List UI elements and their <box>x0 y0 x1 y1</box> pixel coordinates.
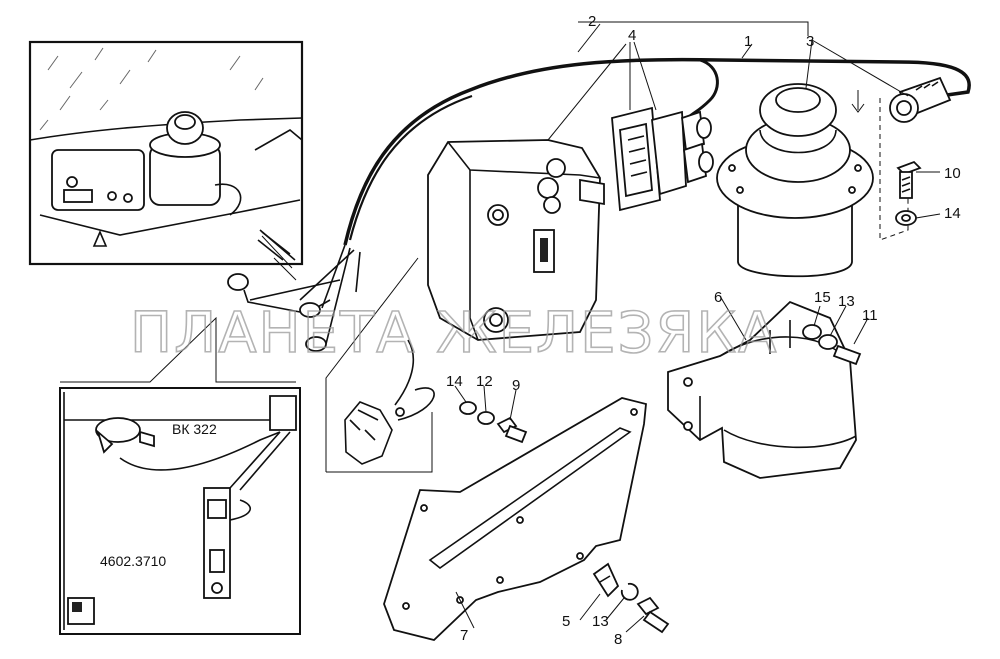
callout-13-bottom: 13 <box>592 613 609 630</box>
relay-unit <box>427 139 605 341</box>
callout-14-right: 14 <box>944 205 961 222</box>
harness-plug <box>889 76 952 123</box>
siren-unit <box>716 83 874 278</box>
callout-13-right: 13 <box>838 293 855 310</box>
watermark: ПЛАНЕТА ЖЕЛЕЗЯКА <box>130 301 778 366</box>
wire-harness <box>227 57 971 352</box>
clamp-5 <box>592 562 620 598</box>
callout-1: 1 <box>744 33 752 50</box>
callout-labels: 1 2 3 4 5 6 7 8 9 10 11 12 13 13 14 14 1… <box>446 13 961 648</box>
washer-13-bottom <box>620 582 639 601</box>
connector-block <box>611 106 714 212</box>
callout-12: 12 <box>476 373 493 390</box>
washer-14-mid <box>459 401 477 415</box>
callout-3: 3 <box>806 33 814 50</box>
inset-label-relay: 4602.3710 <box>100 553 166 569</box>
bottom-left-inset <box>59 387 301 635</box>
bolt-10 <box>896 160 922 199</box>
callout-6: 6 <box>714 289 722 306</box>
wiring-detail-inset <box>325 257 435 473</box>
callout-9: 9 <box>512 377 520 394</box>
bolt-9 <box>496 416 528 444</box>
callout-15: 15 <box>814 289 831 306</box>
inset-label-vk322: ВК 322 <box>172 421 217 437</box>
callout-10: 10 <box>944 165 961 182</box>
callout-14-mid: 14 <box>446 373 463 390</box>
callout-2: 2 <box>588 13 596 30</box>
callout-4: 4 <box>628 27 636 44</box>
callout-11: 11 <box>862 307 878 324</box>
leader-lines <box>454 21 941 633</box>
callout-7: 7 <box>460 627 468 644</box>
mounting-plate <box>383 397 647 641</box>
washer-12 <box>477 411 495 425</box>
top-left-inset <box>28 40 304 266</box>
callout-8: 8 <box>614 631 622 648</box>
siren-bracket <box>667 300 857 479</box>
callout-5: 5 <box>562 613 570 630</box>
bolt-8 <box>636 596 670 634</box>
